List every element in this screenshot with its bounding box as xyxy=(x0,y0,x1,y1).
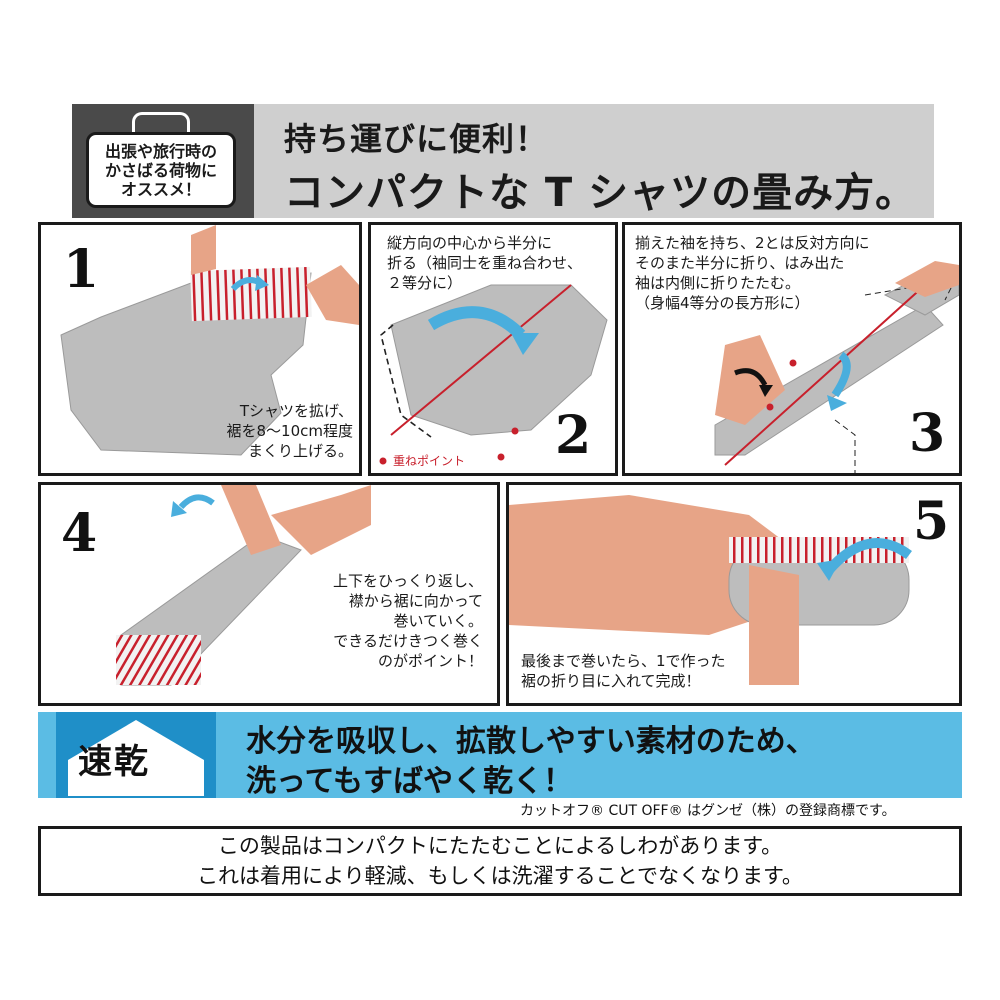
badge-line-1: 出張や旅行時の xyxy=(104,141,217,161)
step-4-number: 4 xyxy=(61,503,98,564)
band-line-2: 洗ってもすばやく乾く！ xyxy=(246,764,573,799)
step-3-panel: 揃えた袖を持ち、2とは反対方向に そのまた半分に折り、はみ出た 袖は内側に折りた… xyxy=(622,222,962,476)
step-2-text-line: 縦方向の中心から半分に xyxy=(387,234,553,252)
step-2-text-line: 折る（袖同士を重ね合わせ、 xyxy=(387,254,583,272)
step-2-number: 2 xyxy=(555,405,592,466)
step-1-illustration xyxy=(60,225,359,456)
step-4-text-line: のがポイント！ xyxy=(377,652,483,670)
step-3-illustration xyxy=(714,261,959,473)
step-4-text-line: できるだけきつく巻く xyxy=(333,632,483,650)
quick-dry-badge: 速乾 xyxy=(78,742,150,782)
step-5-text: 最後まで巻いたら、1で作った 裾の折り目に入れて完成！ xyxy=(521,651,726,691)
step-1-number: 1 xyxy=(63,239,100,300)
step-3-text-line: そのまた半分に折り、はみ出た xyxy=(635,254,845,272)
step-3-text: 揃えた袖を持ち、2とは反対方向に そのまた半分に折り、はみ出た 袖は内側に折りた… xyxy=(635,233,870,313)
step-1-text-line: 裾を8〜10cm程度 xyxy=(226,422,354,440)
trademark-note: カットオフ® CUT OFF® はグンゼ（株）の登録商標です。 xyxy=(520,803,896,819)
step-5-text-line: 最後まで巻いたら、1で作った xyxy=(521,652,726,670)
step-3-number: 3 xyxy=(909,403,946,464)
step-2-panel: 縦方向の中心から半分に 折る（袖同士を重ね合わせ、 ２等分に） 2 重ねポイント xyxy=(368,222,618,476)
step-5-text-line: 裾の折り目に入れて完成！ xyxy=(521,672,701,690)
title-line-2: コンパクトな T シャツの畳み方。 xyxy=(284,170,917,216)
suitcase-handle-icon xyxy=(132,112,190,138)
step-4-illustration xyxy=(116,485,371,686)
step-3-text-line: 揃えた袖を持ち、2とは反対方向に xyxy=(635,234,870,252)
step-4-text-line: 巻いていく。 xyxy=(393,612,483,630)
step-2-illustration xyxy=(379,284,608,465)
step-1-text: Tシャツを拡げ、 裾を8〜10cm程度 まくり上げる。 xyxy=(191,401,354,461)
suitcase-badge: 出張や旅行時の かさばる荷物に オススメ！ xyxy=(86,132,236,208)
house-arrow-icon xyxy=(68,720,204,796)
step-4-panel: 4 上下をひっくり返し、 襟から裾に向かって 巻いていく。 できるだけきつく巻く… xyxy=(38,482,500,706)
title-line-1: 持ち運びに便利！ xyxy=(284,120,549,158)
step-5-illustration xyxy=(509,495,912,685)
notice-line-2: これは着用により軽減、もしくは洗濯することでなくなります。 xyxy=(197,864,803,888)
step-2-text-line: ２等分に） xyxy=(387,274,463,292)
step-4-text-line: 襟から裾に向かって xyxy=(348,592,483,610)
step-5-number: 5 xyxy=(913,491,950,552)
step-1-text-line: Tシャツを拡げ、 xyxy=(239,402,353,420)
step-1-panel: 1 Tシャツを拡げ、 裾を8〜10cm程度 まくり上げる。 xyxy=(38,222,362,476)
notice-box: この製品はコンパクトにたたむことによるしわがあります。 これは着用により軽減、も… xyxy=(38,826,962,896)
notice-line-1: この製品はコンパクトにたたむことによるしわがあります。 xyxy=(217,834,783,858)
step-4-text-line: 上下をひっくり返し、 xyxy=(332,572,483,590)
badge-line-2: かさばる荷物に xyxy=(104,160,217,180)
step-4-text: 上下をひっくり返し、 襟から裾に向かって 巻いていく。 できるだけきつく巻く の… xyxy=(297,571,483,671)
badge-line-3: オススメ！ xyxy=(120,179,201,199)
step-3-text-line: （身幅4等分の長方形に） xyxy=(635,294,810,312)
step-1-text-line: まくり上げる。 xyxy=(247,442,353,460)
band-line-1: 水分を吸収し、拡散しやすい素材のため、 xyxy=(246,724,816,759)
step-5-panel: 5 最後まで巻いたら、1で作った 裾の折り目に入れて完成！ xyxy=(506,482,962,706)
step-2-text: 縦方向の中心から半分に 折る（袖同士を重ね合わせ、 ２等分に） xyxy=(387,233,582,293)
overlap-point-label: 重ねポイント xyxy=(393,454,466,468)
step-3-text-line: 袖は内側に折りたたむ。 xyxy=(635,274,801,292)
